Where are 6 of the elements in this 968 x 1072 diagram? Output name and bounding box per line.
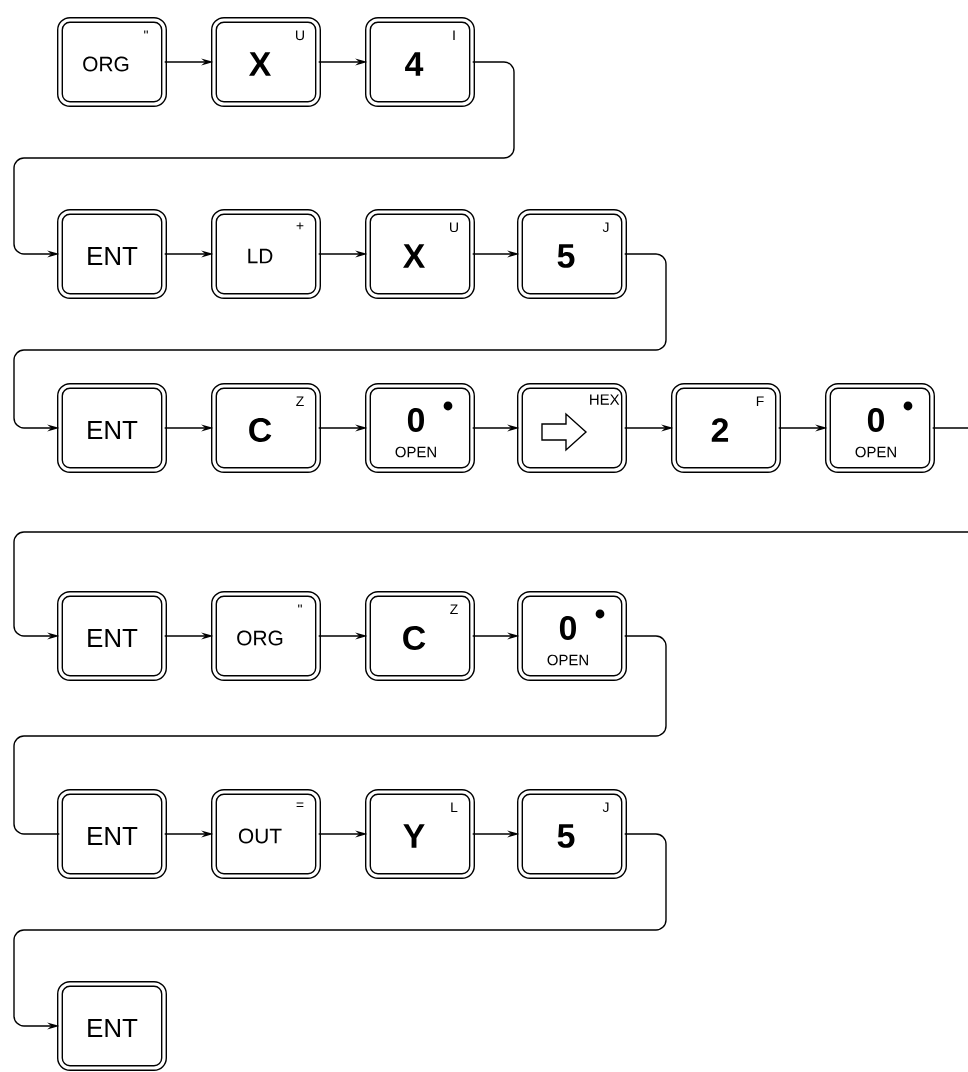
key: ENT xyxy=(57,591,167,681)
key: ENT xyxy=(57,209,167,299)
key: ENT xyxy=(57,981,167,1071)
connector-line xyxy=(13,635,667,835)
key: ENT xyxy=(57,383,167,473)
key: ENT xyxy=(57,789,167,879)
